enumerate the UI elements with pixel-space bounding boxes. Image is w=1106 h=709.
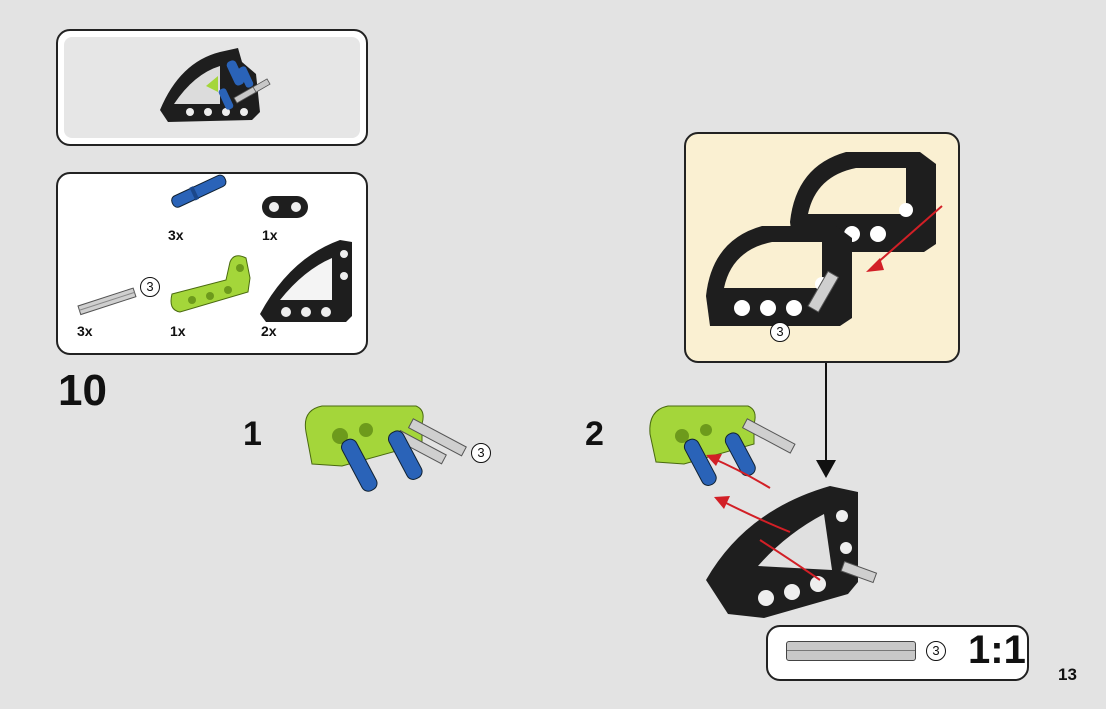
qty-blue-pin: 3x <box>168 227 184 243</box>
substep-2-black-panel <box>706 486 877 618</box>
qty-black-panel: 2x <box>261 323 277 339</box>
qty-black-liftarm: 1x <box>262 227 278 243</box>
substep-2-label: 2 <box>585 415 604 454</box>
scale-length-badge: 3 <box>926 641 946 661</box>
subassembly-preview-panel <box>56 29 368 146</box>
page-number: 13 <box>1058 665 1077 685</box>
parts-list-panel <box>56 172 368 355</box>
qty-grey-axle: 3x <box>77 323 93 339</box>
qty-lime-liftarm: 1x <box>170 323 186 339</box>
scale-ratio: 1:1 <box>968 628 1026 673</box>
scale-axle <box>786 641 916 661</box>
callout-length-badge: 3 <box>770 322 790 342</box>
callout-panel <box>684 132 960 363</box>
substep-1-label: 1 <box>243 415 262 454</box>
substep-1-length-badge: 3 <box>471 443 491 463</box>
length-badge-axle: 3 <box>140 277 160 297</box>
step-number: 10 <box>58 366 107 416</box>
